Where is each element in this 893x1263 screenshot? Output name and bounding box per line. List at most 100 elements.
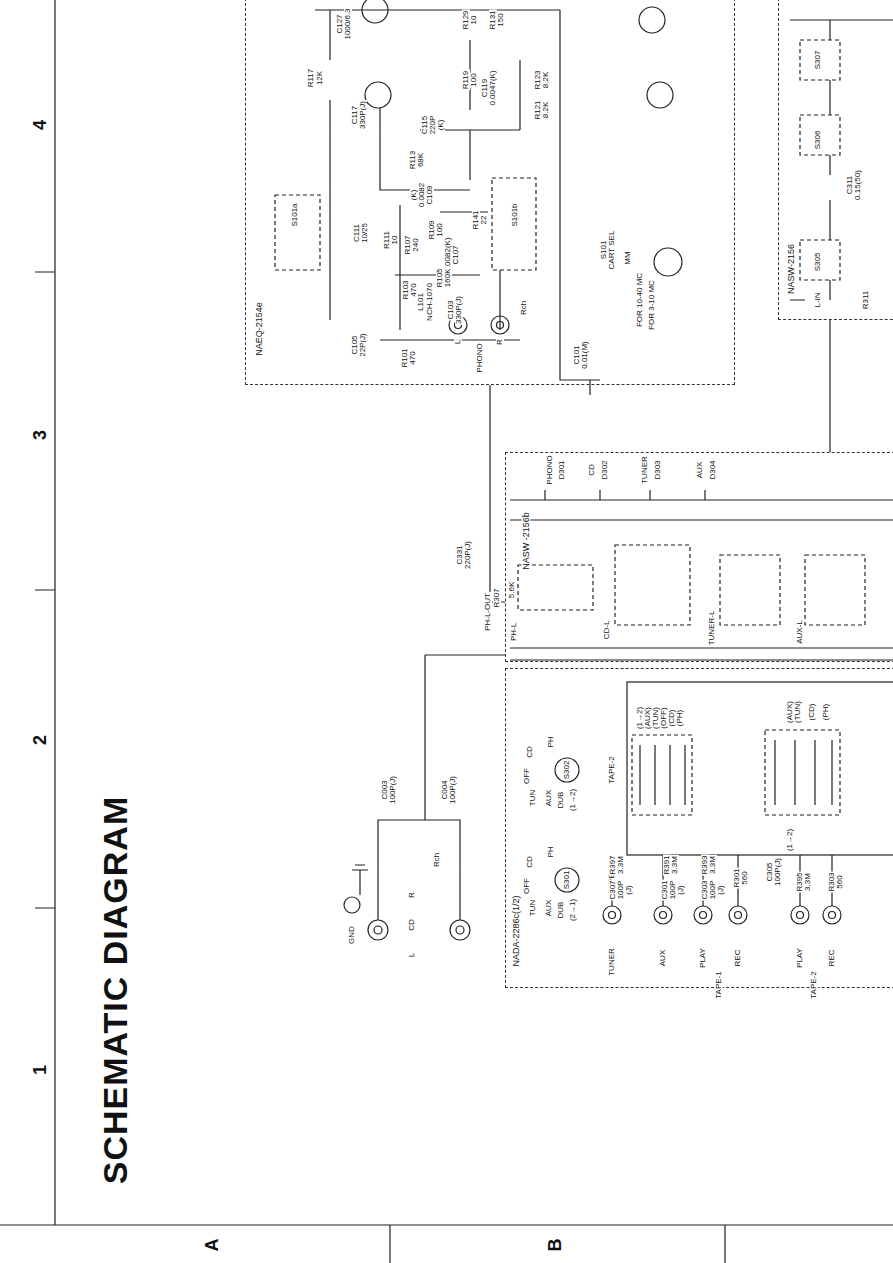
part-label: 100P — [617, 880, 625, 901]
board-outline: NASW-2156 — [778, 0, 893, 320]
grid-label: 1 — [31, 1064, 49, 1076]
part-label: C109 — [426, 184, 434, 205]
part-label: 100 — [470, 72, 478, 87]
part-label: CD — [526, 855, 534, 869]
part-label: 3.3M — [617, 855, 625, 875]
board-outline: NAEQ-2154e — [245, 0, 735, 385]
part-label: TAPE-2 — [608, 755, 616, 784]
part-label: S305 — [814, 252, 822, 273]
board-name: NASW -2156b — [522, 511, 531, 571]
switch-box — [518, 565, 593, 610]
part-label: (1→2) — [636, 706, 644, 730]
part-label: 1000/6.3 — [344, 7, 352, 40]
part-label: 330P(J) — [359, 100, 367, 130]
switch-box — [615, 545, 690, 625]
part-label: R303 — [828, 871, 836, 892]
cd-wires — [352, 655, 505, 920]
part-label: 100P(J) — [449, 775, 457, 805]
part-label: S307 — [814, 50, 822, 71]
switch-box — [805, 555, 865, 625]
part-label: S306 — [814, 130, 822, 151]
part-label: S101 — [600, 240, 608, 261]
part-label: (1→2) — [786, 828, 794, 852]
part-label: TAPE-1 — [715, 970, 723, 999]
part-label: R301 — [733, 867, 741, 888]
part-label: R307 — [493, 587, 501, 608]
jack-row — [603, 906, 841, 924]
part-label: R103 — [402, 279, 410, 300]
part-label: L — [408, 952, 416, 958]
selector-knob — [555, 868, 579, 892]
part-label: 150 — [497, 12, 505, 27]
switch-box — [800, 115, 840, 155]
part-label: (J) — [625, 884, 633, 895]
board-name: NASW-2156 — [787, 243, 796, 295]
part-label: 100 — [436, 222, 444, 237]
part-label: R391 — [663, 854, 671, 875]
part-label: L — [454, 339, 462, 345]
part-label: C311 — [846, 175, 854, 196]
grid-label: A — [203, 1238, 221, 1253]
part-label: CD — [408, 918, 416, 932]
part-label: CART SEL — [608, 230, 616, 271]
part-label: 100P — [669, 880, 677, 901]
grid-label: 2 — [31, 734, 49, 746]
part-label: 8.2K — [542, 101, 550, 119]
ground-terminal — [344, 897, 360, 913]
part-label: R109 — [428, 219, 436, 240]
part-label: C003 — [381, 779, 389, 800]
part-label: TUNER — [641, 455, 649, 485]
part-label: (J) — [717, 884, 725, 895]
grid-label: B — [546, 1238, 564, 1253]
part-label: PH — [547, 845, 555, 858]
part-label: R393 — [701, 854, 709, 875]
transistor-symbol — [365, 82, 391, 108]
part-label: R131 — [489, 9, 497, 30]
part-label: (OFF) — [660, 706, 668, 729]
part-label: R119 — [462, 70, 470, 91]
part-label: (K) — [437, 119, 445, 132]
part-label: TAPE-2 — [810, 970, 818, 999]
part-label: AUX-L — [796, 619, 804, 645]
selector-knob — [555, 758, 579, 782]
part-label: OFF — [523, 877, 531, 895]
part-label: R105 — [436, 267, 444, 288]
part-label: C303 — [701, 879, 709, 900]
jack-symbol — [497, 322, 504, 329]
jack-symbol — [456, 926, 464, 934]
page-title: SCHEMATIC DIAGRAM — [98, 795, 132, 1185]
part-label: 560 — [741, 870, 749, 885]
part-label: TUNER-L — [708, 610, 716, 647]
part-label: R123 — [534, 69, 542, 90]
part-label: 220P(J) — [464, 540, 472, 570]
part-label: NCH-1070 — [426, 282, 434, 322]
part-label: CD — [588, 463, 596, 477]
part-label: PLAY — [796, 947, 804, 969]
grid-label: 3 — [31, 429, 49, 441]
part-label: 3.3M — [671, 855, 679, 875]
part-label: D301 — [558, 459, 566, 480]
part-label: 470 — [409, 350, 417, 365]
part-label: R — [408, 891, 416, 899]
board-wire — [830, 320, 831, 452]
part-label: PLAY — [699, 947, 707, 969]
part-label: 3.3M — [709, 855, 717, 875]
switch-box — [765, 730, 840, 815]
part-label: 22 — [480, 215, 488, 226]
part-label: 220P — [429, 115, 437, 136]
part-label: 240 — [412, 237, 420, 252]
grid-label: 4 — [31, 119, 49, 131]
part-label: Rch — [433, 852, 441, 868]
transistor-symbol — [639, 7, 665, 33]
part-label: D302 — [601, 459, 609, 480]
part-label: 8.2K — [542, 71, 550, 89]
part-label: DUB — [557, 901, 565, 920]
part-label: AUX — [545, 789, 553, 807]
part-label: PHONO — [546, 454, 554, 485]
part-label: 560 — [836, 874, 844, 889]
part-label: 160K — [444, 268, 452, 289]
part-label: 0.0082 — [418, 182, 426, 208]
part-label: AUX — [696, 461, 704, 479]
part-label: C307 — [609, 879, 617, 900]
part-label: C331 — [456, 544, 464, 565]
